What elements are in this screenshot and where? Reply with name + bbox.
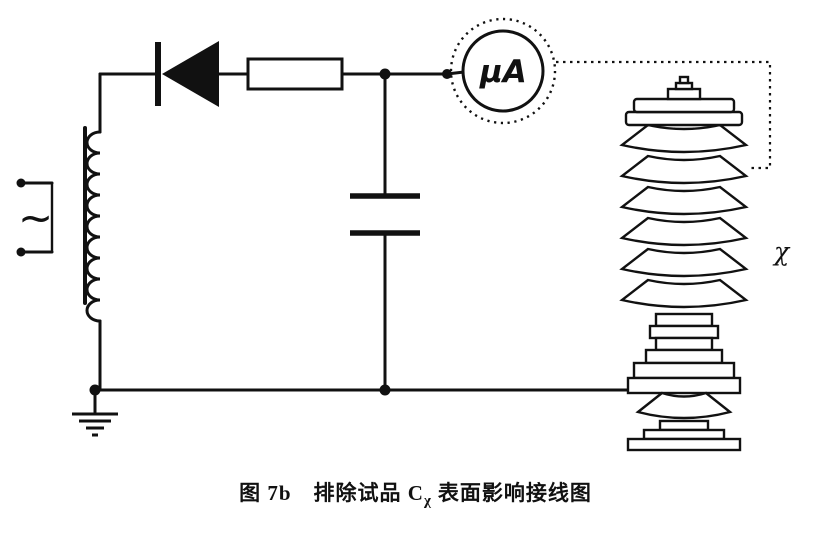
insulator-base-plate [626, 437, 742, 452]
junction-dot [379, 384, 391, 396]
secondary-coil-icon [85, 130, 102, 323]
insulator-shed [619, 123, 749, 154]
insulator-top-cap [632, 97, 736, 114]
meter-face [461, 29, 545, 113]
ac-source: ~ [16, 178, 54, 257]
figure-caption: 图 7b 排除试品 Cχ 表面影响接线图 [0, 477, 831, 510]
figure-number: 图 7b [239, 481, 292, 505]
ac-source-symbol-icon: ~ [18, 193, 53, 242]
transformer [83, 126, 102, 323]
ground-symbol-icon [72, 388, 118, 437]
insulator-shed [619, 278, 749, 309]
meter-label: μA [479, 54, 527, 90]
microammeter: μA [449, 17, 557, 125]
insulator-ring [648, 324, 720, 340]
meter-dotted-ring [449, 17, 557, 125]
insulator-shed [619, 185, 749, 216]
diode-triangle-icon [162, 41, 219, 107]
junction-dot [442, 69, 452, 79]
caption-text-after: 表面影响接线图 [437, 481, 592, 505]
insulator-ring [654, 336, 714, 352]
insulator-base-plate [642, 428, 726, 441]
caption-subscript: χ [423, 493, 432, 510]
insulator-shed [619, 154, 749, 185]
insulator-shed [619, 216, 749, 247]
test-specimen-insulator: χ [619, 75, 791, 452]
junction-dot [379, 68, 391, 80]
insulator-base-plate [658, 419, 710, 432]
specimen-label: χ [772, 237, 791, 266]
insulator-flange [644, 348, 724, 365]
capacitor [350, 193, 420, 236]
insulator-lower-skirt [635, 391, 733, 420]
insulator-flange [626, 376, 742, 395]
caption-text-before: 排除试品 C [313, 481, 424, 505]
resistor [246, 57, 344, 91]
insulator-top-cap [624, 110, 744, 127]
guard-dotted-link [556, 60, 772, 170]
insulator-terminal [666, 87, 702, 101]
insulator-terminal-knob [678, 75, 690, 85]
insulator-ring [654, 312, 714, 328]
diode [155, 41, 219, 107]
insulator-shed [619, 247, 749, 278]
insulator-flange [632, 361, 736, 380]
